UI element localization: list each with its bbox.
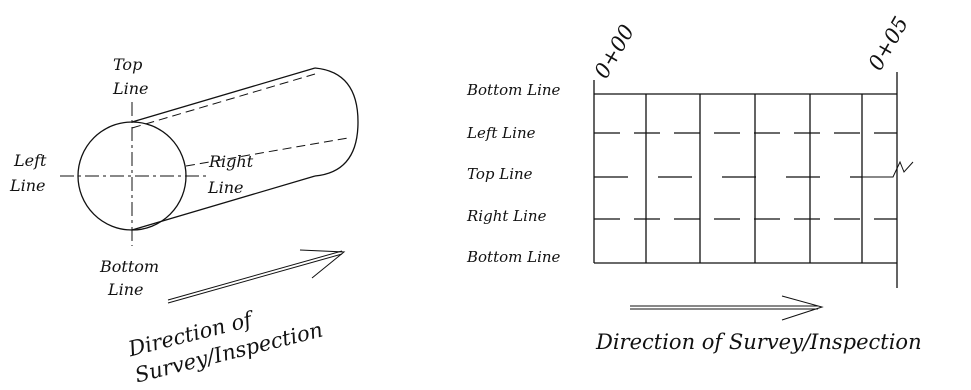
left-line-label: Left Line (9, 151, 52, 195)
direction-arrow-right (630, 295, 824, 321)
direction-label-right: Direction of Survey/Inspection (595, 330, 922, 354)
row-label-bottom-line-1: Bottom Line (466, 81, 561, 99)
row-label-top-line: Top Line (467, 165, 533, 183)
station-label-5: 0+05 (864, 13, 914, 75)
pipe-isometric (60, 67, 359, 246)
inspection-grid (593, 72, 914, 288)
station-label-0: 0+00 (590, 21, 640, 83)
right-line-label: Right Line (207, 152, 258, 197)
break-symbol (862, 160, 914, 178)
direction-arrow-left (167, 249, 346, 304)
pipe-top-edge (131, 67, 316, 123)
pipe-far-end (314, 67, 359, 177)
top-line-label: Top Line (112, 55, 149, 98)
direction-label-left: Direction of Survey/Inspection (125, 291, 325, 388)
svg-text:Direction of Survey/Insp: Direction of Survey/Inspection (125, 291, 325, 387)
pipe-bottom-edge (131, 175, 316, 231)
bottom-line-label: Bottom Line (99, 257, 164, 299)
row-label-bottom-line-2: Bottom Line (466, 248, 561, 266)
pipe-top-line-dashed (131, 73, 316, 129)
row-label-left-line: Left Line (466, 124, 536, 142)
row-label-right-line: Right Line (466, 207, 547, 225)
